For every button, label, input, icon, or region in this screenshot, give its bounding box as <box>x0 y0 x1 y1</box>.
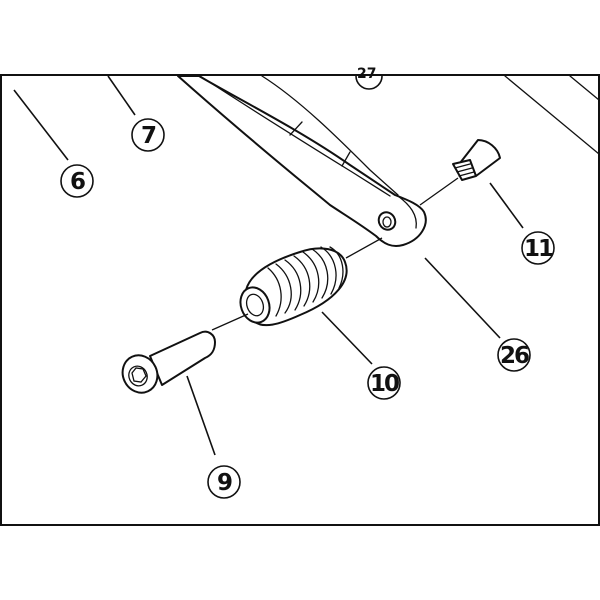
bolt-part-9 <box>121 330 216 394</box>
background-lines <box>504 75 600 155</box>
callout-7: 7 <box>131 118 165 152</box>
callout-11: 11 <box>521 231 555 265</box>
callout-10: 10 <box>367 366 401 400</box>
leader-lines <box>13 75 524 456</box>
callout-6: 6 <box>60 164 94 198</box>
assembly-axis <box>211 177 459 331</box>
screw-part-11 <box>452 139 501 181</box>
callout-10-label: 10 <box>370 371 399 397</box>
callout-11-label: 11 <box>524 236 553 262</box>
callout-26-label: 26 <box>500 343 529 369</box>
callout-9-label: 9 <box>217 470 232 496</box>
callout-7-label: 7 <box>141 123 156 149</box>
callout-9: 9 <box>207 465 241 499</box>
foot-peg-part-10 <box>239 246 348 327</box>
callout-6-label: 6 <box>70 169 85 195</box>
callout-top-label: 27 <box>357 66 376 82</box>
callout-26: 26 <box>497 338 531 372</box>
callout-top-partial: 27 <box>355 66 383 90</box>
lever-arm <box>177 75 427 247</box>
